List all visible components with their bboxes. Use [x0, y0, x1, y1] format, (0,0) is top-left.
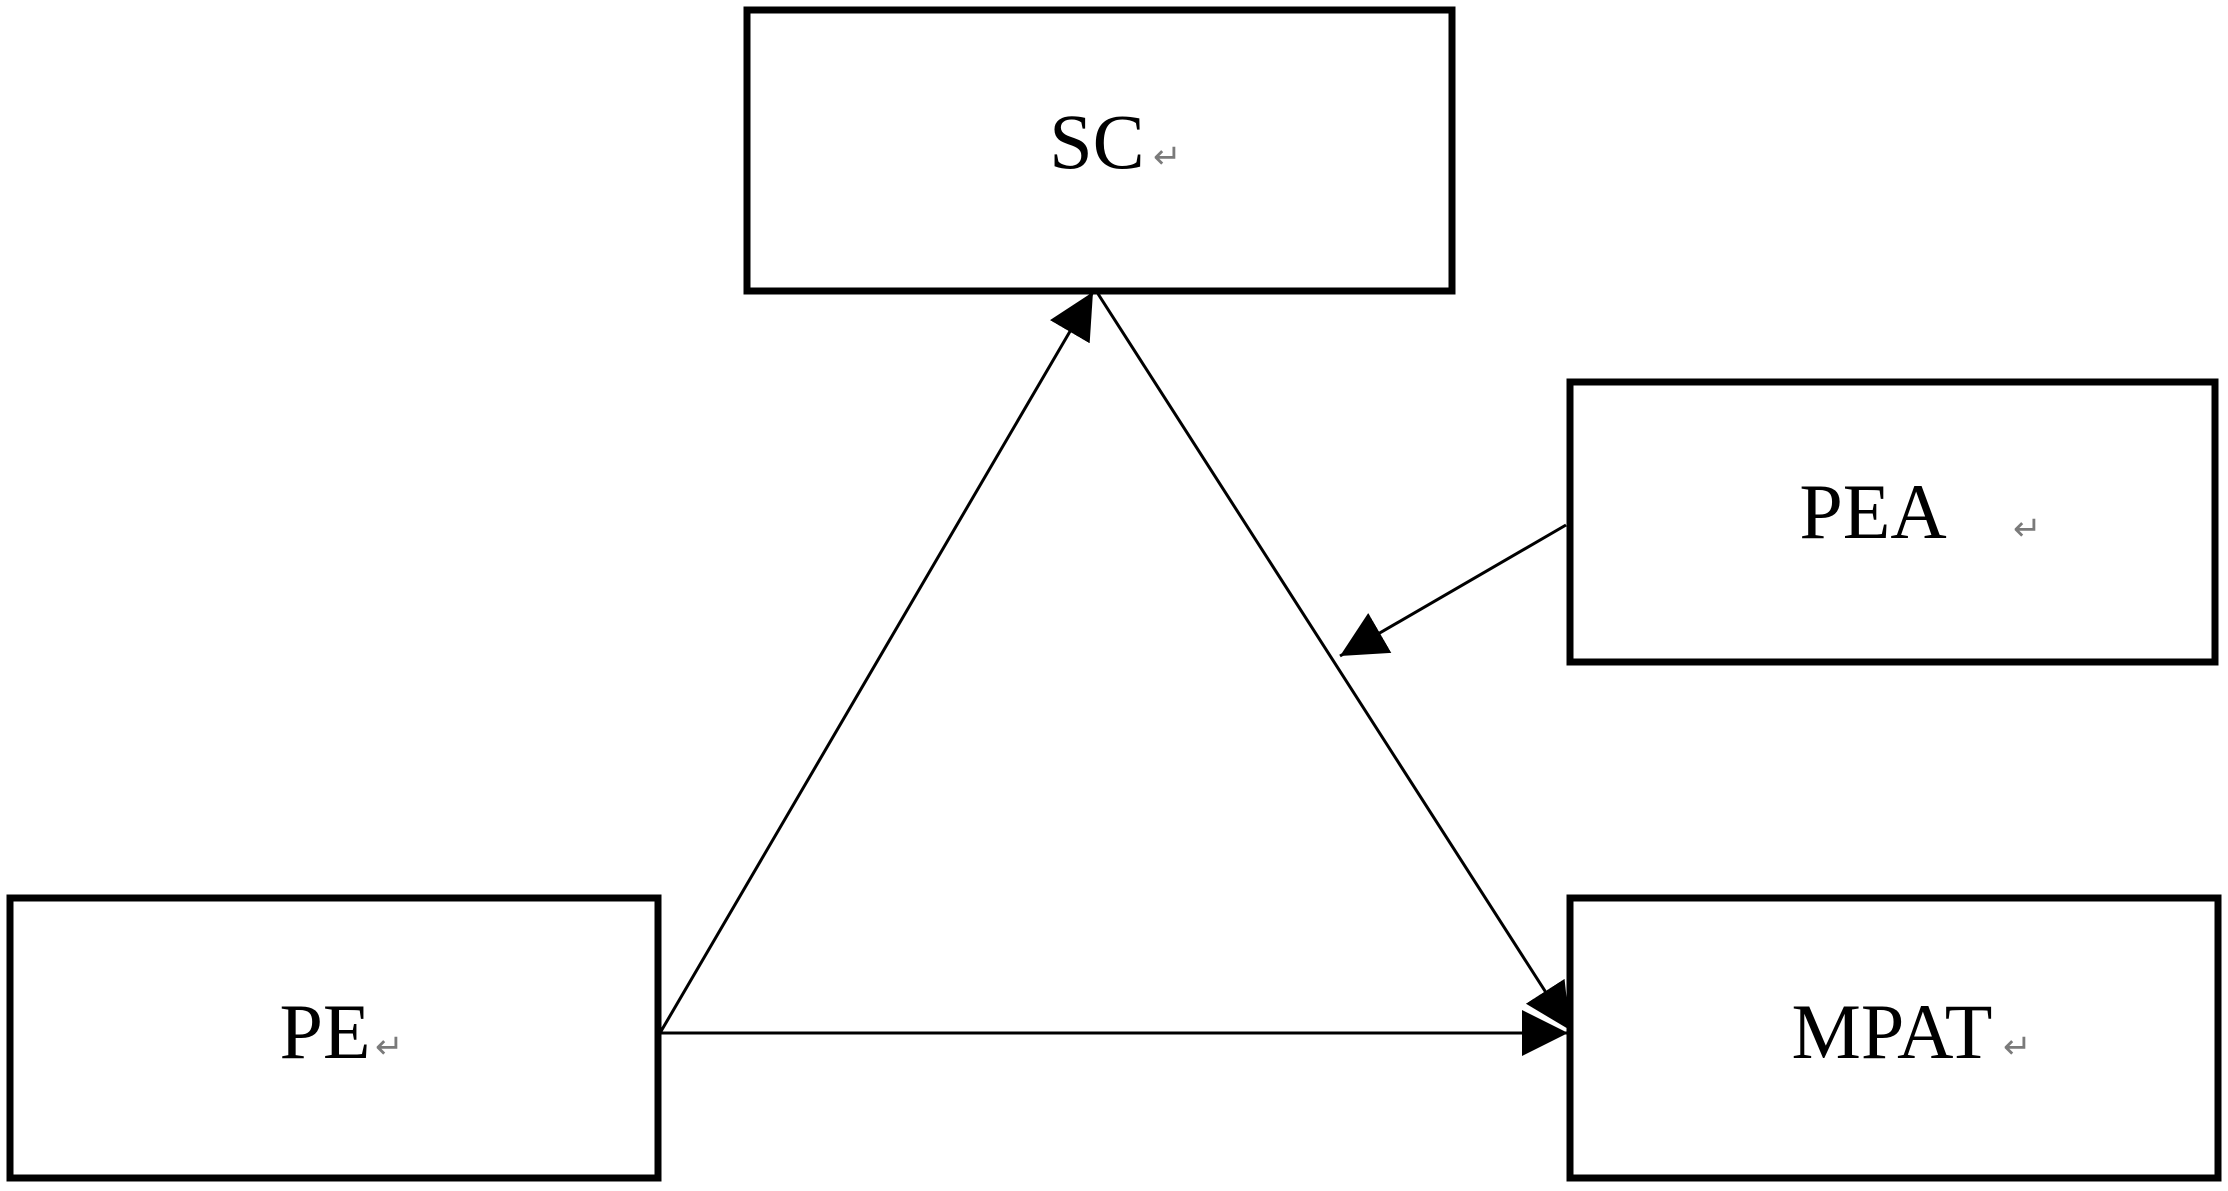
- node-pe-label: PE: [279, 988, 370, 1075]
- edge-pe-to-sc: [658, 291, 1095, 1034]
- node-pe: PE ↵: [6, 894, 662, 1182]
- node-sc-label: SC: [1049, 98, 1144, 185]
- node-pea: PEA ↵: [1566, 378, 2219, 666]
- node-pea-paragraph-mark: ↵: [2013, 509, 2042, 549]
- node-mpat-label: MPAT: [1792, 988, 1993, 1075]
- node-sc: SC ↵: [743, 6, 1456, 295]
- node-mpat-paragraph-mark: ↵: [2003, 1027, 2032, 1067]
- node-sc-box: [743, 6, 1456, 295]
- edge-pea-moderation: [1339, 523, 1567, 658]
- edge-sc-to-mpat: [1091, 285, 1572, 1031]
- node-pe-paragraph-mark: ↵: [375, 1027, 404, 1067]
- node-mpat: MPAT ↵: [1566, 894, 2222, 1182]
- node-pea-label: PEA: [1799, 468, 1946, 555]
- node-sc-paragraph-mark: ↵: [1153, 137, 1182, 177]
- node-pea-box: [1566, 378, 2219, 666]
- node-pe-box: [6, 894, 662, 1182]
- node-mpat-box: [1566, 894, 2222, 1182]
